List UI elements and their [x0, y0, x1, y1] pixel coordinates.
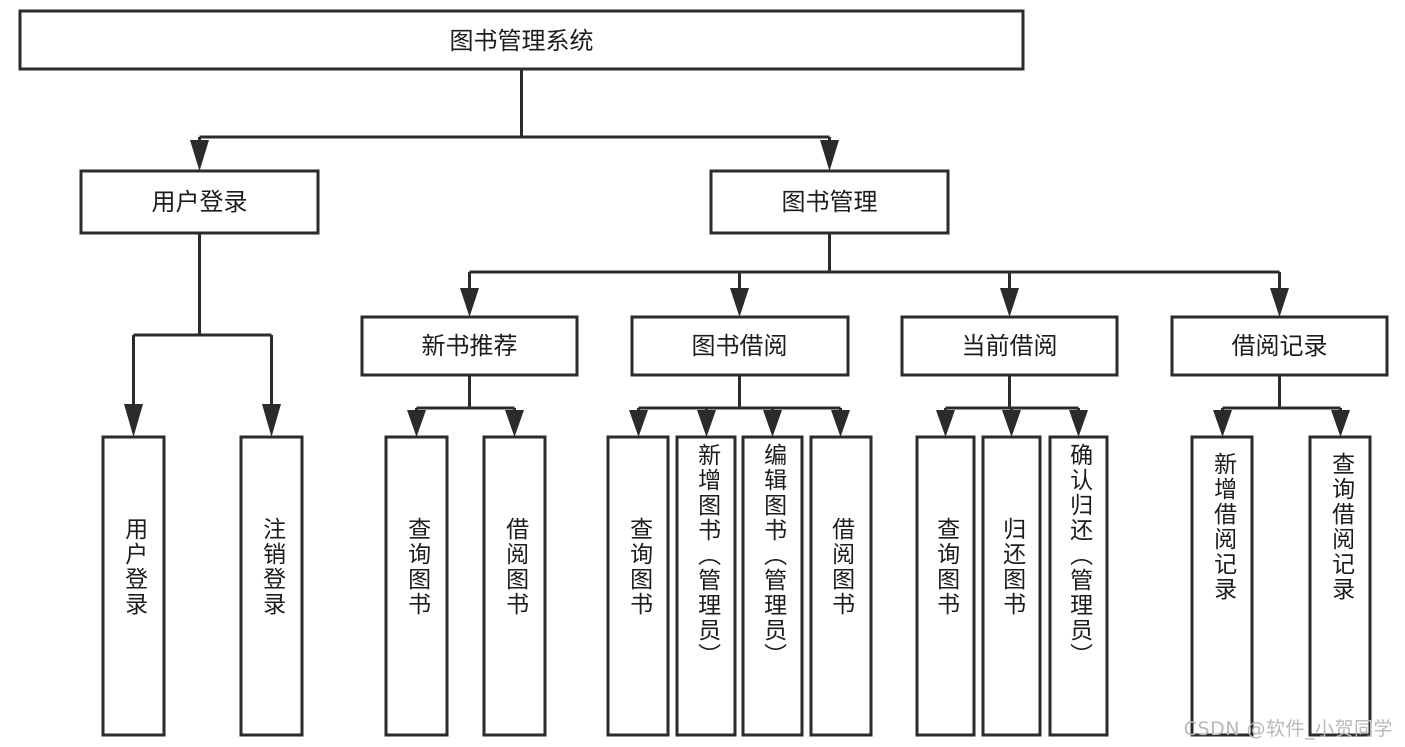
node-br-add-record[interactable] — [1190, 435, 1254, 737]
node-bb-edit-book[interactable] — [741, 435, 804, 737]
node-user-logout[interactable] — [239, 435, 304, 737]
node-book-manage[interactable] — [709, 169, 950, 235]
arrowhead-user-login-do — [124, 404, 143, 437]
node-bb-edit-book-label: 编辑图书（管理员） — [759, 443, 786, 668]
arrowhead-cb-return-book — [1002, 410, 1021, 437]
arrowhead-bb-borrow-book — [831, 410, 850, 437]
node-new-book-rec[interactable] — [360, 315, 579, 377]
csdn-watermark: CSDN @软件_小贺同学 — [1183, 718, 1393, 740]
node-br-add-record-label: 新增借阅记录 — [1209, 452, 1236, 602]
node-nbr-borrow-book-label: 借阅图书 — [501, 517, 528, 617]
node-cb-confirm-return-label: 确认归还（管理员） — [1065, 443, 1092, 668]
node-book-borrow-label: 图书借阅 — [692, 332, 788, 360]
arrowhead-bb-add-book — [697, 410, 716, 437]
node-current-borrow[interactable] — [900, 315, 1119, 377]
node-user-logout-label: 注销登录 — [258, 517, 285, 617]
arrowhead-current-borrow — [1000, 288, 1019, 317]
node-user-login-do-label: 用户登录 — [120, 517, 147, 617]
arrowhead-cb-confirm-return — [1069, 410, 1088, 437]
node-current-borrow-label: 当前借阅 — [962, 332, 1058, 360]
node-cb-return-book[interactable] — [981, 435, 1042, 737]
arrowhead-cb-query-book — [936, 410, 955, 437]
node-borrow-record[interactable] — [1170, 315, 1389, 377]
node-bb-borrow-book-label: 借阅图书 — [827, 517, 854, 617]
node-bb-add-book-label: 新增图书（管理员） — [693, 443, 720, 668]
node-bb-borrow-book[interactable] — [809, 435, 873, 737]
node-user-login-do[interactable] — [101, 435, 166, 737]
node-new-book-rec-label: 新书推荐 — [422, 332, 518, 360]
arrowhead-user-login — [190, 140, 209, 171]
node-cb-query-book[interactable] — [915, 435, 976, 737]
node-nbr-query-book-label: 查询图书 — [403, 517, 430, 617]
node-nbr-borrow-book[interactable] — [482, 435, 547, 737]
arrowhead-nbr-borrow-book — [505, 410, 524, 437]
arrowhead-bb-edit-book — [763, 410, 782, 437]
arrowhead-book-borrow — [730, 288, 749, 317]
nodes-layer: 图书管理系统 用户登录 图书管理 新书推荐 图书借阅 当前借阅 借阅记录 — [18, 9, 1389, 737]
node-book-borrow[interactable] — [630, 315, 850, 377]
node-br-query-record[interactable] — [1308, 435, 1372, 737]
node-cb-confirm-return[interactable] — [1048, 435, 1109, 737]
node-book-manage-label: 图书管理 — [782, 188, 878, 216]
node-bb-add-book[interactable] — [675, 435, 737, 737]
node-bb-query-book[interactable] — [606, 435, 670, 737]
node-cb-return-book-label: 归还图书 — [998, 517, 1025, 617]
node-borrow-record-label: 借阅记录 — [1232, 332, 1328, 360]
node-cb-query-book-label: 查询图书 — [932, 517, 959, 617]
arrowhead-user-logout — [262, 404, 281, 437]
arrowhead-book-manage — [820, 140, 839, 171]
arrowhead-new-book-rec — [460, 288, 479, 317]
node-bb-query-book-label: 查询图书 — [625, 517, 652, 617]
node-root[interactable] — [18, 9, 1025, 71]
node-nbr-query-book[interactable] — [384, 435, 449, 737]
node-user-login[interactable] — [79, 169, 320, 235]
arrowhead-br-query-record — [1331, 410, 1350, 437]
arrowhead-borrow-record — [1270, 288, 1289, 317]
node-root-label: 图书管理系统 — [450, 27, 594, 55]
arrowhead-bb-query-book — [629, 410, 648, 437]
connectors-layer — [124, 69, 1350, 437]
arrowhead-nbr-query-book — [407, 410, 426, 437]
node-user-login-label: 用户登录 — [152, 188, 248, 216]
node-br-query-record-label: 查询借阅记录 — [1327, 452, 1354, 602]
arrowhead-br-add-record — [1213, 410, 1232, 437]
